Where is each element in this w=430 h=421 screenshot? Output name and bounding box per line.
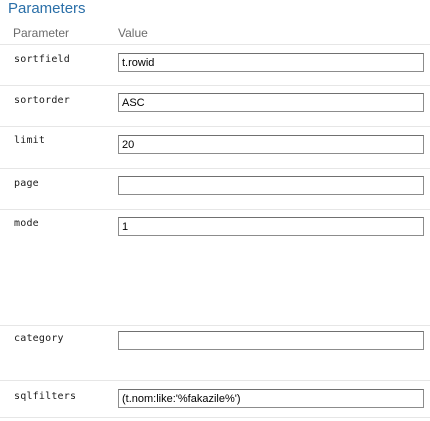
mode-input[interactable] — [118, 217, 424, 236]
param-name-sortfield: sortfield — [14, 54, 70, 65]
param-row-sortfield: sortfield — [0, 45, 430, 86]
category-input[interactable] — [118, 331, 424, 350]
param-row-page: page — [0, 169, 430, 210]
sqlfilters-input[interactable] — [118, 389, 424, 408]
limit-input[interactable] — [118, 135, 424, 154]
table-header: Parameter Value — [0, 24, 430, 45]
sortfield-input[interactable] — [118, 53, 424, 72]
param-name-page: page — [14, 178, 39, 189]
section-title: Parameters — [8, 0, 86, 17]
param-row-mode: mode — [0, 210, 430, 326]
param-name-category: category — [14, 333, 64, 344]
header-parameter: Parameter — [13, 26, 70, 40]
param-row-sqlfilters: sqlfilters — [0, 381, 430, 418]
sortorder-input[interactable] — [118, 93, 424, 112]
param-name-mode: mode — [14, 218, 39, 229]
param-name-sortorder: sortorder — [14, 95, 70, 106]
param-name-sqlfilters: sqlfilters — [14, 391, 77, 402]
param-row-sortorder: sortorder — [0, 86, 430, 127]
param-name-limit: limit — [14, 135, 46, 146]
param-row-limit: limit — [0, 127, 430, 169]
param-row-category: category — [0, 326, 430, 381]
header-value: Value — [118, 26, 148, 40]
page-input[interactable] — [118, 176, 424, 195]
